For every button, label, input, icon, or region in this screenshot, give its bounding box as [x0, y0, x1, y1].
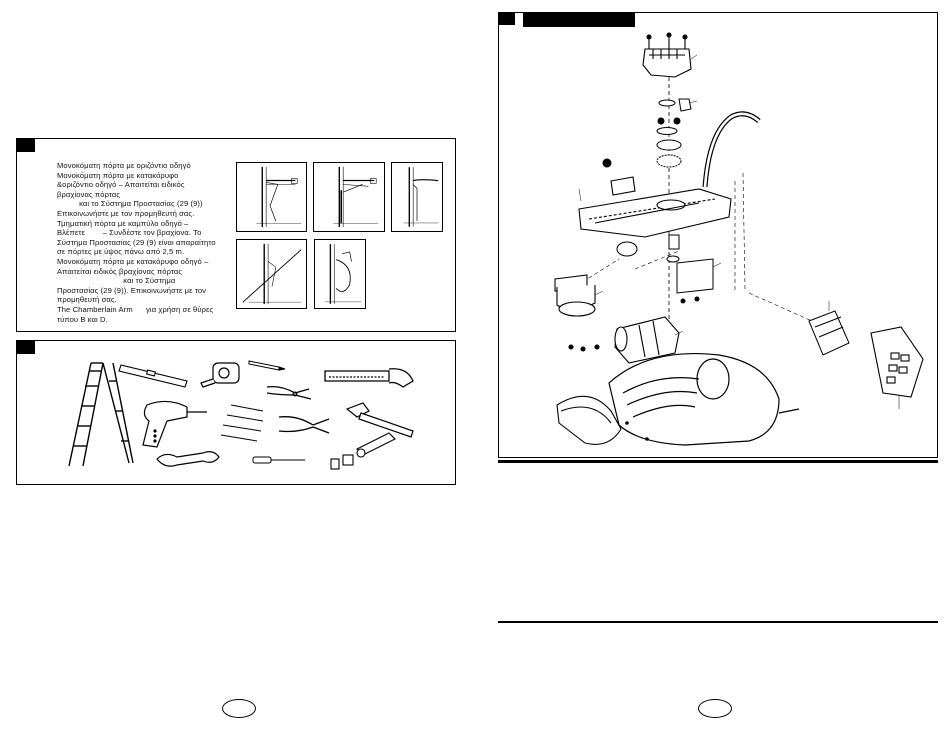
section-tag-icon — [17, 341, 35, 354]
door-type-line: σε πόρτες με ύψος πάνω από 2,5 m. — [57, 247, 185, 257]
section-tag-icon — [499, 13, 515, 25]
section-divider-bottom — [498, 621, 938, 623]
section-tag-icon — [17, 139, 35, 152]
door-type-line: Επικοινωνήστε με τον προμηθευτή σας. — [57, 208, 195, 218]
logic-board-bracket-icon — [676, 258, 714, 304]
gear-stack-icon — [602, 98, 692, 168]
door-type-line: προμηθευτή σας. — [57, 295, 117, 305]
pencil-icon — [248, 360, 286, 371]
door-type-e-illustration — [314, 239, 366, 309]
door-type-line: Σύστημα Προστασίας (29 (9) είναι απαραίτ… — [57, 237, 216, 247]
door-type-line: Τμηματική πόρτα με καμπύλο οδηγό – — [57, 218, 189, 228]
door-type-d-illustration — [236, 239, 307, 309]
door-type-a-illustration — [236, 162, 307, 232]
top-cover-icon — [642, 32, 692, 78]
door-type-line: και το Σύστημα — [57, 276, 176, 286]
drill-bits-icon — [220, 404, 264, 442]
door-type-c-illustration — [391, 162, 443, 232]
door-type-line: Βλέπετε – Συνδέστε τον βραχίονα. Το — [57, 228, 202, 238]
door-type-line: Προστασίας (29 (9)). Επικοινωνήστε με το… — [57, 285, 207, 295]
socket-set-icon — [330, 432, 396, 470]
door-type-b-illustration — [313, 162, 385, 232]
tools-illustration — [68, 360, 414, 470]
housing-cover-icon — [608, 352, 800, 446]
receiver-board-icon — [808, 310, 850, 356]
door-type-line: Απαιτείται ειδικός βραχίονας πόρτας — [57, 266, 183, 276]
light-lens-icon — [556, 395, 622, 445]
chassis-plate-icon — [578, 176, 732, 238]
door-types-panel: Μονοκόματη πόρτα με οριζόντιο οδηγό Μονο… — [16, 138, 456, 332]
page-marker-icon — [222, 699, 256, 718]
exploded-view-panel — [498, 12, 938, 458]
hacksaw-icon — [324, 368, 414, 388]
tape-measure-icon — [200, 362, 240, 388]
power-drill-icon — [142, 400, 207, 448]
door-type-line: βραχίονας πόρτας — [57, 189, 121, 199]
step-ladder-icon — [68, 362, 134, 467]
capacitor-icon — [554, 274, 600, 352]
door-type-line: και το Σύστημα Προστασίας (29 (9)) — [57, 199, 203, 209]
pliers-icon — [266, 385, 312, 400]
page-marker-icon — [698, 699, 732, 718]
hammer-icon — [345, 402, 414, 438]
door-type-line: Μονοκόματη πόρτα με κατακόρυφο — [57, 170, 179, 180]
screwdriver-icon — [252, 456, 305, 464]
tools-panel — [16, 340, 456, 485]
door-type-line: τύπου B και D. — [57, 314, 108, 324]
opener-exploded-diagram — [554, 32, 924, 446]
door-type-line: &οριζόντιο οδηγό – Απαιτείται ειδικός — [57, 180, 185, 190]
door-type-line: The Chamberlain Arm για χρήση σε θύρες — [57, 304, 214, 314]
level-icon — [118, 364, 188, 388]
section-divider-top — [498, 460, 938, 463]
door-type-line: Μονοκόματη πόρτα με οριζόντιο οδηγό — [57, 161, 191, 170]
limit-switch-icon — [616, 234, 680, 263]
wrench-icon — [156, 451, 220, 467]
end-panel-icon — [870, 326, 924, 398]
section-title-bar — [523, 13, 635, 27]
power-cord-icon — [702, 111, 761, 188]
door-types-text: Μονοκόματη πόρτα με οριζόντιο οδηγό Μονο… — [57, 161, 255, 324]
motor-icon — [614, 316, 680, 364]
door-type-line: Μονοκόματη πόρτα με κατακόρυφο οδηγό – — [57, 256, 209, 266]
wire-cutters-icon — [278, 416, 330, 434]
